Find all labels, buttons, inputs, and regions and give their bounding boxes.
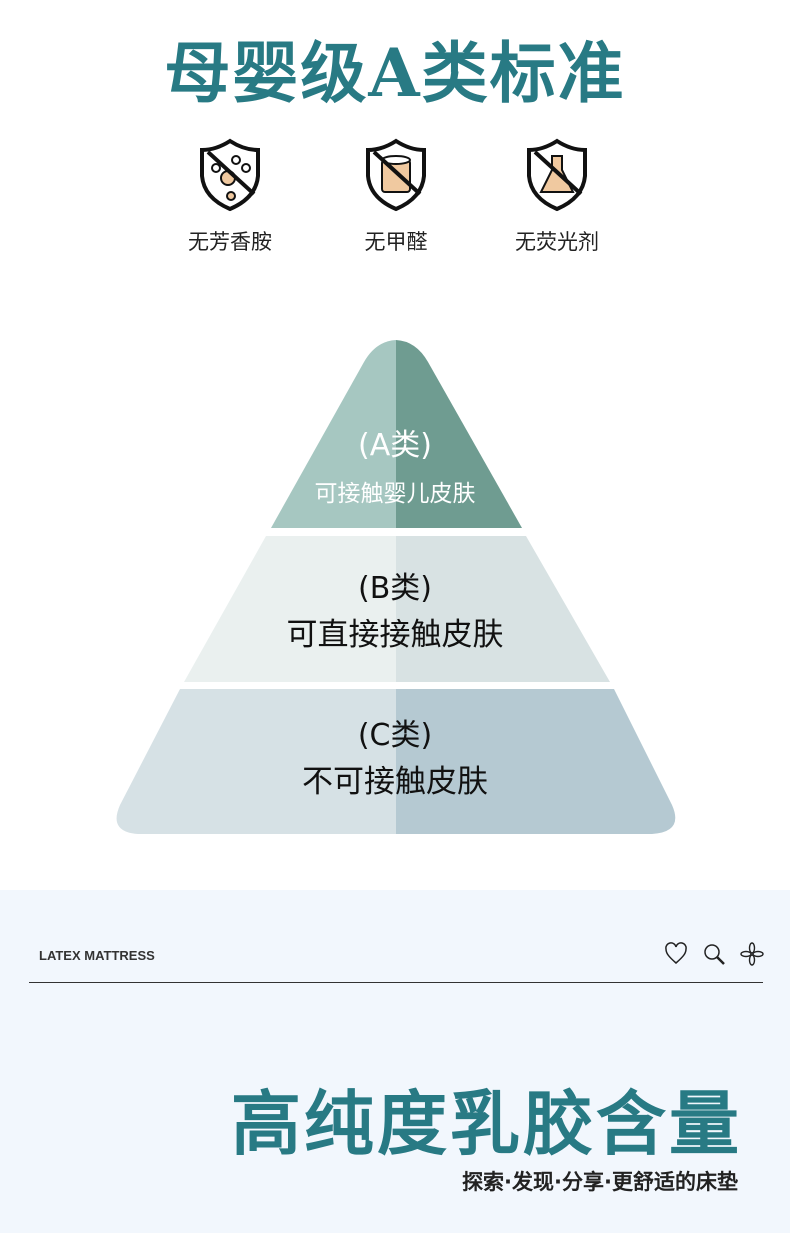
no-fluorescent-agent-icon (527, 138, 587, 212)
tier-grade: (C类) (357, 718, 433, 753)
feature-label: 无甲醛 (364, 230, 428, 254)
tier-a-right (396, 340, 522, 528)
tier-b-left (184, 536, 396, 682)
feature-label: 无芳香胺 (188, 230, 272, 254)
tier-b: (B类) 可直接接触皮肤 (0, 563, 790, 654)
feature-no-fluorescent-agent: 无荧光剂 (477, 138, 637, 256)
tier-c-right (396, 689, 676, 834)
tier-a: (A类) 可接触婴儿皮肤 (0, 420, 790, 508)
no-aromatic-amine-icon (200, 138, 260, 212)
tier-desc: 可直接接触皮肤 (286, 617, 504, 653)
page-title: 母婴级A类标准 (164, 34, 626, 112)
heart-icon[interactable] (664, 942, 688, 966)
tier-grade: (A类) (358, 428, 432, 463)
tier-grade: (B类) (358, 571, 432, 606)
tier-desc: 可接触婴儿皮肤 (314, 481, 476, 507)
feature-no-aromatic-amine: 无芳香胺 (150, 138, 310, 256)
divider (29, 982, 763, 983)
flower-icon[interactable] (740, 942, 764, 966)
tier-c-left (116, 689, 397, 834)
feature-no-formaldehyde: 无甲醛 (316, 138, 476, 256)
tier-b-right (396, 536, 610, 682)
grade-pyramid (116, 340, 676, 834)
latex-section: LATEX MATTRESS 高纯度乳胶含量 探索·发现·分享·更舒适的床垫 (0, 890, 790, 1233)
brand-label: LATEX MATTRESS (39, 948, 155, 963)
subline: 探索·发现·分享·更舒适的床垫 (462, 1170, 738, 1194)
feature-label: 无荧光剂 (515, 230, 599, 254)
tier-c: (C类) 不可接触皮肤 (0, 710, 790, 801)
headline: 高纯度乳胶含量 (231, 1082, 742, 1165)
no-formaldehyde-icon (366, 138, 426, 212)
search-icon[interactable] (702, 942, 726, 966)
tier-a-left (271, 340, 396, 528)
tier-desc: 不可接触皮肤 (302, 764, 488, 800)
